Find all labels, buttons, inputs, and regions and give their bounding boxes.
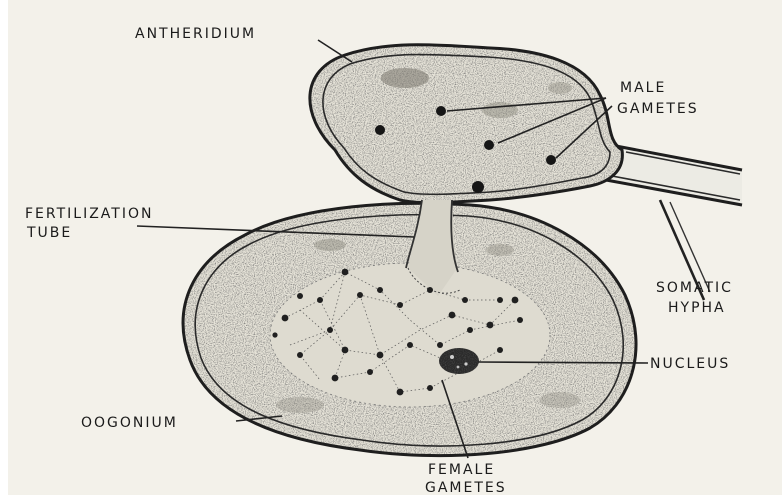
female-gametes-label-line1: FEMALE — [428, 462, 495, 478]
female-gamete — [449, 312, 456, 319]
oogonium-label: OOGONIUM — [81, 415, 178, 431]
fertilization-tube-label-line1: FERTILIZATION — [25, 206, 153, 222]
oogonium-nucleus — [439, 348, 479, 374]
female-gamete — [467, 327, 473, 333]
female-gamete — [332, 375, 339, 382]
female-gamete — [342, 347, 349, 354]
female-gamete — [407, 342, 413, 348]
male-gamete — [436, 106, 446, 116]
female-gamete — [327, 327, 333, 333]
fertilization-tube-label-line2: TUBE — [26, 225, 72, 241]
female-gamete — [357, 292, 363, 298]
nucleus-label: NUCLEUS — [650, 356, 730, 372]
male-gamete — [484, 140, 494, 150]
female-gamete — [342, 269, 349, 276]
female-gamete — [497, 347, 503, 353]
male-gamete — [546, 155, 556, 165]
female-gamete — [512, 297, 519, 304]
male-gametes-label-line1: MALE — [620, 80, 666, 96]
female-gamete — [272, 332, 277, 337]
female-gamete — [427, 287, 433, 293]
female-gamete — [297, 293, 303, 299]
ooplasm — [270, 263, 550, 407]
female-gamete — [397, 302, 403, 308]
female-gamete — [377, 287, 383, 293]
antheridium-label: ANTHERIDIUM — [135, 26, 256, 42]
female-gamete — [497, 297, 503, 303]
female-gametes-label-line2: GAMETES — [425, 480, 507, 496]
female-gamete — [427, 385, 433, 391]
somatic-hypha-label-line2: HYPHA — [668, 300, 726, 316]
female-gamete — [377, 352, 384, 359]
female-gamete — [397, 389, 404, 396]
nucleus-leader — [478, 362, 648, 363]
male-gametes-label-line2: GAMETES — [617, 101, 699, 117]
somatic-hypha-label-line1: SOMATIC — [656, 280, 733, 296]
male-gamete — [375, 125, 385, 135]
female-gamete — [317, 297, 323, 303]
male-gamete — [472, 181, 484, 193]
female-gamete — [297, 352, 303, 358]
female-gamete — [282, 315, 289, 322]
female-gamete — [437, 342, 443, 348]
female-gamete — [462, 297, 468, 303]
female-gamete — [487, 322, 494, 329]
female-gamete — [517, 317, 523, 323]
female-gamete — [367, 369, 373, 375]
